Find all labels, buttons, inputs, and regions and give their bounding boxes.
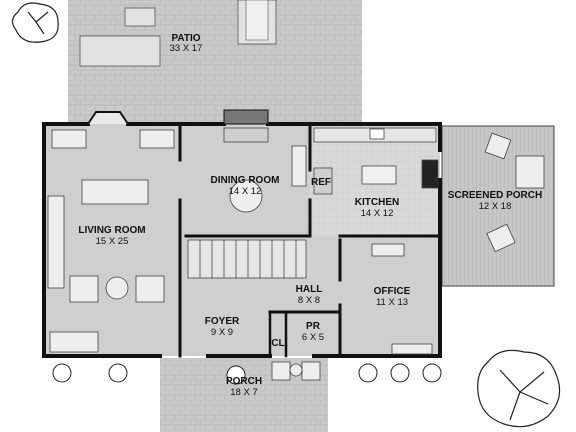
kitchen-fixtures — [313, 127, 439, 195]
walls — [42, 122, 442, 358]
room-label-dining-room: DINING ROOM 14 X 12 — [211, 175, 280, 197]
bay-window — [87, 111, 129, 125]
svg-text:8 X 8: 8 X 8 — [298, 295, 320, 306]
svg-text:6 X 5: 6 X 5 — [302, 332, 324, 343]
porch-furniture — [271, 361, 321, 381]
svg-text:9 X 9: 9 X 9 — [211, 327, 233, 338]
svg-text:SCREENED PORCH: SCREENED PORCH — [448, 190, 542, 201]
room-label-hall: HALL 8 X 8 — [296, 284, 323, 306]
shrubs — [52, 363, 442, 385]
refrigerator-label: REF — [311, 177, 331, 188]
dining-furniture — [223, 127, 307, 213]
svg-text:33 X 17: 33 X 17 — [170, 43, 203, 54]
staircase — [187, 239, 307, 279]
svg-text:14 X 12: 14 X 12 — [361, 208, 394, 219]
screened-porch-furniture — [484, 132, 545, 253]
svg-text:LIVING ROOM: LIVING ROOM — [78, 225, 145, 236]
svg-text:PATIO: PATIO — [171, 33, 200, 44]
office-desk — [371, 243, 433, 355]
svg-text:15 X 25: 15 X 25 — [96, 236, 129, 247]
room-label-kitchen: KITCHEN 14 X 12 — [355, 197, 399, 219]
svg-text:18 X 7: 18 X 7 — [230, 387, 257, 398]
svg-text:FOYER: FOYER — [205, 316, 240, 327]
tree-top-left — [11, 2, 59, 43]
tree-bottom-right — [477, 349, 561, 428]
living-room-furniture — [47, 129, 175, 353]
svg-text:PORCH: PORCH — [226, 376, 262, 387]
svg-text:HALL: HALL — [296, 284, 323, 295]
svg-text:11 X 13: 11 X 13 — [376, 297, 408, 308]
svg-text:PR: PR — [306, 321, 321, 332]
patio — [68, 0, 362, 124]
room-label-powder-room: PR 6 X 5 — [302, 321, 324, 343]
room-label-foyer: FOYER 9 X 9 — [205, 316, 240, 338]
room-label-living-room: LIVING ROOM 15 X 25 — [78, 225, 145, 247]
svg-text:OFFICE: OFFICE — [374, 286, 411, 297]
svg-text:12 X 18: 12 X 18 — [479, 201, 512, 212]
room-label-porch: PORCH 18 X 7 — [226, 376, 262, 398]
room-label-screened-porch: SCREENED PORCH 12 X 18 — [448, 190, 542, 212]
closet-label: CL — [271, 338, 284, 349]
room-label-patio: PATIO 33 X 17 — [170, 33, 203, 54]
svg-text:KITCHEN: KITCHEN — [355, 197, 399, 208]
fireplace — [223, 109, 269, 125]
svg-text:14 X 12: 14 X 12 — [229, 186, 262, 197]
svg-text:DINING ROOM: DINING ROOM — [211, 175, 280, 186]
room-label-office: OFFICE 11 X 13 — [374, 286, 411, 308]
